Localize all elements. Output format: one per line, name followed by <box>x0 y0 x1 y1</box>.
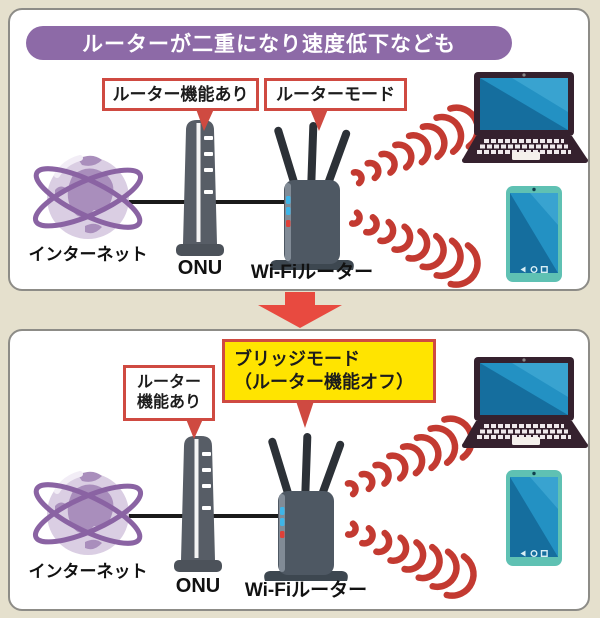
callout-router-mode: ルーターモード <box>264 78 407 111</box>
callout-pointer-router <box>310 109 328 131</box>
smartphone-icon <box>505 469 563 567</box>
internet-globe-icon <box>29 472 147 555</box>
wifi-router-icon <box>270 121 354 270</box>
onu-device-icon <box>174 436 222 572</box>
laptop-icon <box>460 70 588 165</box>
problem-banner: ルーターが二重になり速度低下なども <box>26 26 512 60</box>
internet-label: インターネット <box>28 562 148 581</box>
callout-router-function: ルーター 機能あり <box>123 365 215 421</box>
wifi-router-label: Wi-Fiルーター <box>250 262 374 283</box>
solution-diagram <box>10 355 588 609</box>
wifi-router-icon <box>264 432 348 581</box>
internet-label: インターネット <box>28 245 148 264</box>
wifi-waves-upper-icon <box>347 101 485 197</box>
callout-pointer-onu <box>186 419 203 439</box>
callout-pointer-onu <box>196 109 214 131</box>
solution-panel: ルーター 機能あり ブリッジモード （ルーター機能オフ） インターネット ONU… <box>8 329 590 611</box>
internet-globe-icon <box>29 156 147 239</box>
wifi-waves-upper-icon <box>341 412 479 508</box>
problem-panel: ルーターが二重になり速度低下なども ルーター機能あり ルーターモード インターネ… <box>8 8 590 291</box>
callout-router-function: ルーター機能あり <box>102 78 259 111</box>
onu-device-icon <box>176 120 224 256</box>
callout-pointer-router <box>296 401 314 428</box>
laptop-icon <box>460 355 588 450</box>
smartphone-icon <box>505 185 563 283</box>
problem-diagram <box>10 70 588 289</box>
wifi-router-label: Wi-Fiルーター <box>244 580 368 601</box>
onu-label: ONU <box>177 257 223 279</box>
onu-label: ONU <box>175 575 221 597</box>
down-arrow-icon <box>258 292 342 328</box>
callout-bridge-mode: ブリッジモード （ルーター機能オフ） <box>222 339 436 403</box>
